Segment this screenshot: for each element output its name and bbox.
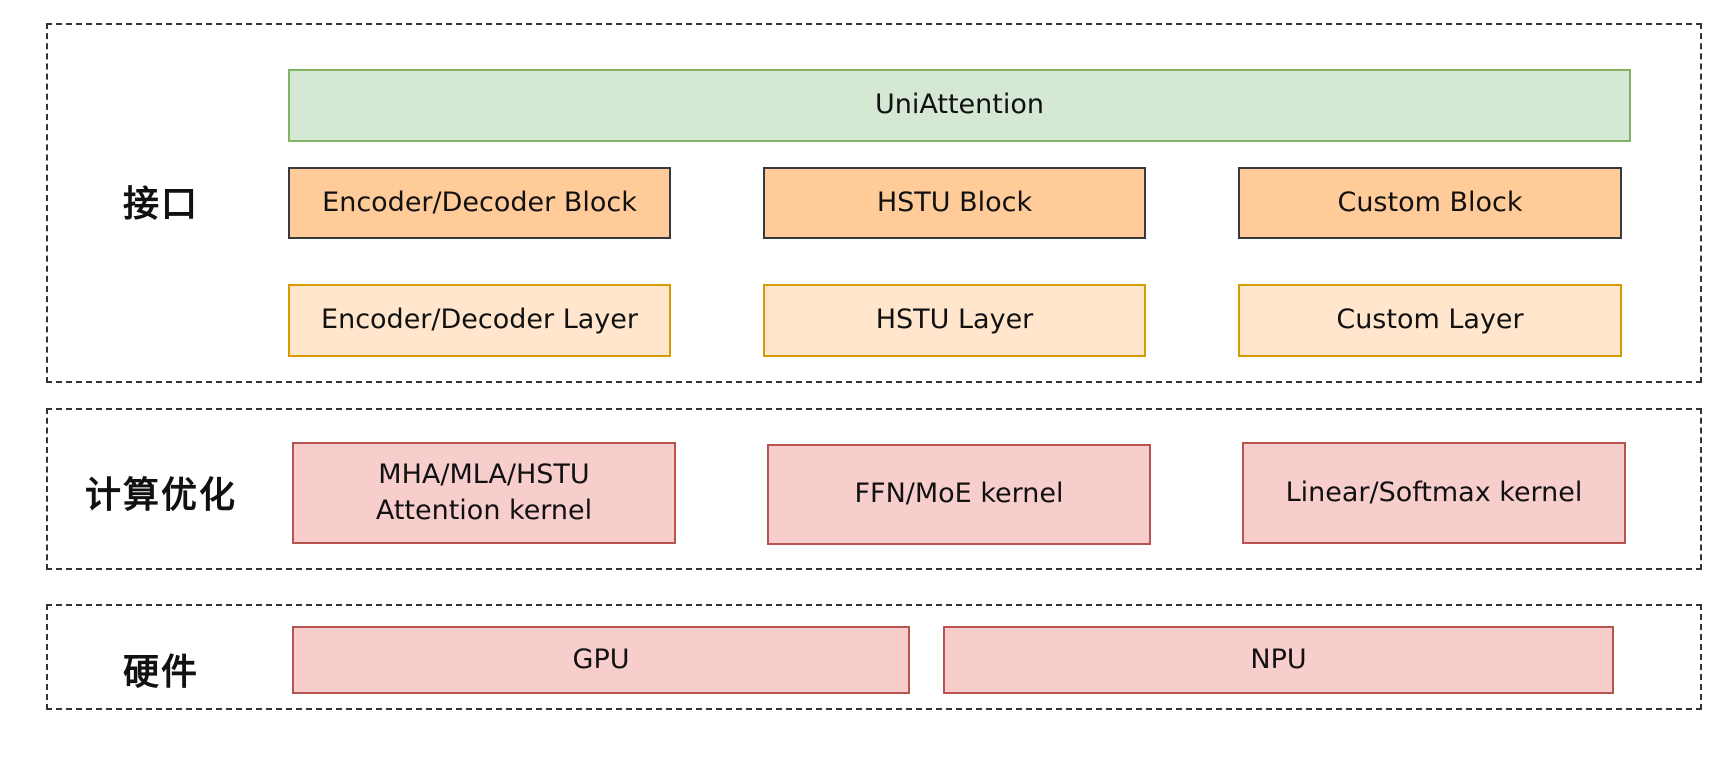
hardware-section	[46, 604, 1702, 710]
compute-optimization-section-label: 计算优化	[84, 475, 238, 516]
compute-optimization-section	[46, 408, 1702, 570]
encoder-decoder-block-box: Encoder/Decoder Block	[288, 167, 671, 239]
hstu-block-box: HSTU Block	[763, 167, 1146, 239]
interface-section	[46, 23, 1702, 383]
hardware-section-label: 硬件	[122, 652, 200, 693]
ffn-moe-kernel-box: FFN/MoE kernel	[767, 444, 1151, 545]
uniattention-box: UniAttention	[288, 69, 1631, 142]
gpu-box: GPU	[292, 626, 910, 694]
hstu-layer-box: HSTU Layer	[763, 284, 1146, 357]
encoder-decoder-layer-box: Encoder/Decoder Layer	[288, 284, 671, 357]
npu-box: NPU	[943, 626, 1614, 694]
custom-layer-box: Custom Layer	[1238, 284, 1622, 357]
attention-kernel-box: MHA/MLA/HSTU Attention kernel	[292, 442, 676, 544]
custom-block-box: Custom Block	[1238, 167, 1622, 239]
interface-section-label: 接口	[122, 184, 200, 225]
linear-softmax-kernel-box: Linear/Softmax kernel	[1242, 442, 1626, 544]
